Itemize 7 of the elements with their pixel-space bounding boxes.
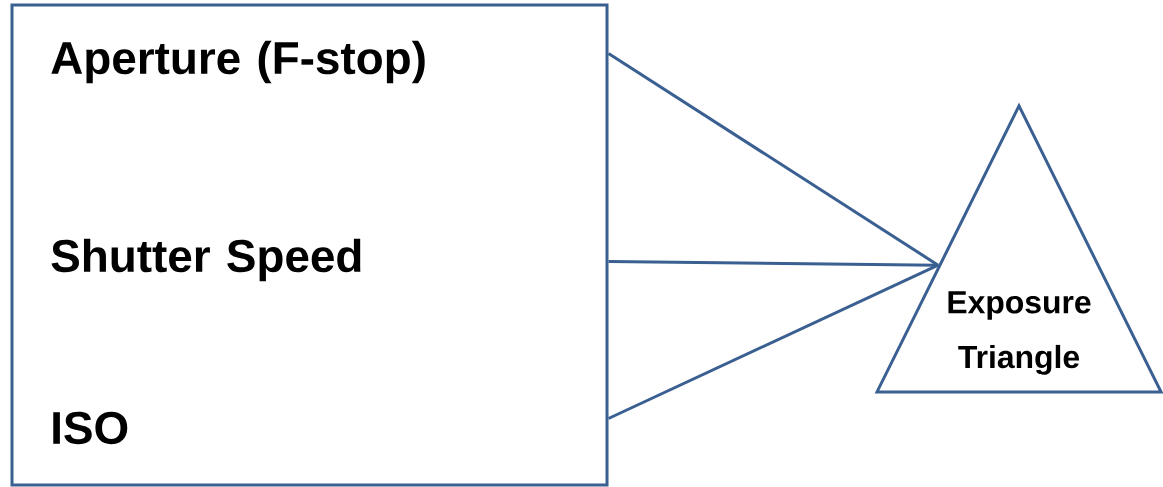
item-label: Shutter Speed xyxy=(51,238,361,282)
connector-line xyxy=(607,263,939,420)
connector-line xyxy=(608,260,939,267)
connector-line xyxy=(607,52,939,267)
item-label: Aperture (F-stop) xyxy=(51,40,425,84)
outer-box xyxy=(10,3,609,487)
item-label: ISO xyxy=(53,411,128,445)
